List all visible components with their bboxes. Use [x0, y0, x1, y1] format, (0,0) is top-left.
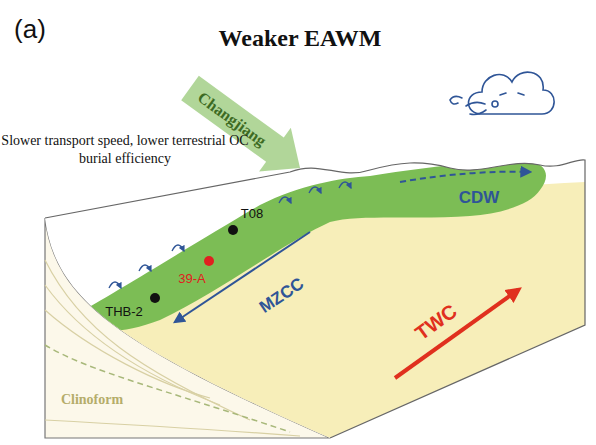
- wind-cloud-icon: [450, 72, 554, 114]
- station-name: 39-A: [178, 271, 205, 287]
- panel-letter: (a): [14, 14, 46, 45]
- top-surface: [45, 160, 585, 438]
- eddy-arrows: [109, 182, 351, 288]
- station-dot: [204, 256, 214, 266]
- process-note: Slower transport speed, lower terrestria…: [0, 132, 250, 168]
- station-dot: [228, 225, 238, 235]
- diagram-title: Weaker EAWM: [219, 24, 382, 53]
- station-name: THB-2: [105, 304, 143, 320]
- river-arrow: [174, 66, 316, 190]
- mzcc-arrow: [175, 232, 310, 322]
- strata-name: Clinoform: [61, 392, 123, 409]
- station-dot: [150, 293, 160, 303]
- cdw-arrow: [400, 172, 530, 182]
- plume-band: [70, 162, 546, 331]
- current-name: CDW: [459, 188, 500, 208]
- top-outline: [45, 160, 585, 438]
- twc-arrow: [395, 290, 518, 378]
- station-name: T08: [241, 206, 263, 222]
